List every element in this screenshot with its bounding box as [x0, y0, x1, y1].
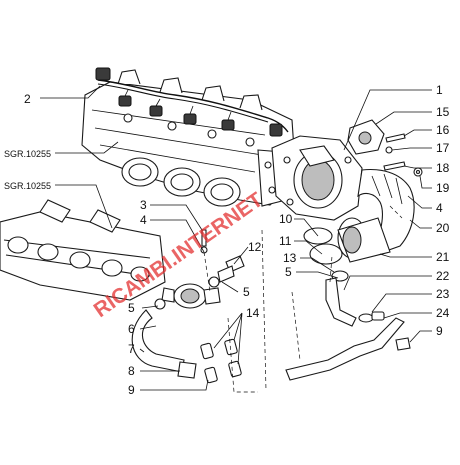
ref-label-lower: SGR.10255: [4, 181, 51, 191]
pipe-6-7: [131, 309, 197, 379]
fasteners-16-19: [383, 133, 423, 177]
wiring-harness: [95, 67, 289, 137]
callout-16: 16: [436, 123, 450, 137]
callout-5-clamp: 5: [285, 265, 292, 279]
callout-5-hose: 5: [243, 285, 250, 299]
assembly-guides: [203, 205, 403, 393]
callout-4-left: 4: [140, 213, 147, 227]
callout-8: 8: [128, 364, 135, 378]
callout-10: 10: [279, 212, 293, 226]
throttle-body: [271, 135, 363, 221]
callout-numbers-right: 1 15 16 17 18 19 4 20 21 22 23 24 9: [436, 83, 450, 338]
auxiliary-air-valve: [161, 283, 221, 309]
callout-23: 23: [436, 287, 450, 301]
throttle-position-sensor: [347, 119, 385, 155]
bolt-3: [200, 229, 208, 254]
callout-18: 18: [436, 161, 450, 175]
intake-manifold: [81, 69, 297, 207]
callout-numbers-left: 2 3 4 5 6 7 8 9 10 11 12 5 13 5 14: [24, 92, 297, 397]
callout-22: 22: [436, 269, 450, 283]
callout-1: 1: [436, 83, 443, 97]
callout-5-valve: 5: [128, 301, 135, 315]
pipe-22: [325, 277, 357, 327]
callout-7: 7: [128, 342, 135, 356]
pipe-23-24: [285, 311, 411, 381]
hose-12: [217, 255, 245, 283]
callout-14: 14: [246, 306, 260, 320]
clamp-5a: [208, 276, 220, 288]
callout-15: 15: [436, 105, 450, 119]
sleeves: [200, 338, 242, 384]
callout-20: 20: [436, 221, 450, 235]
lower-manifold: [0, 199, 166, 301]
ref-label-upper: SGR.10255: [4, 149, 51, 159]
leader-lines: [40, 85, 432, 391]
callout-11: 11: [279, 234, 292, 248]
callout-2: 2: [24, 92, 31, 106]
callout-6: 6: [128, 322, 135, 336]
callout-17: 17: [436, 141, 450, 155]
callout-12: 12: [248, 240, 262, 254]
callout-4-right: 4: [436, 201, 443, 215]
callout-24: 24: [436, 306, 450, 320]
air-intake-elbow: [337, 168, 415, 263]
callout-13: 13: [283, 251, 297, 265]
callout-19: 19: [436, 181, 450, 195]
callout-9-right: 9: [436, 324, 443, 338]
callout-9-left: 9: [128, 383, 135, 397]
reference-labels: SGR.10255 SGR.10255: [4, 149, 51, 191]
callout-21: 21: [436, 250, 450, 264]
callout-3: 3: [140, 198, 147, 212]
clamp-5b: [154, 298, 166, 310]
